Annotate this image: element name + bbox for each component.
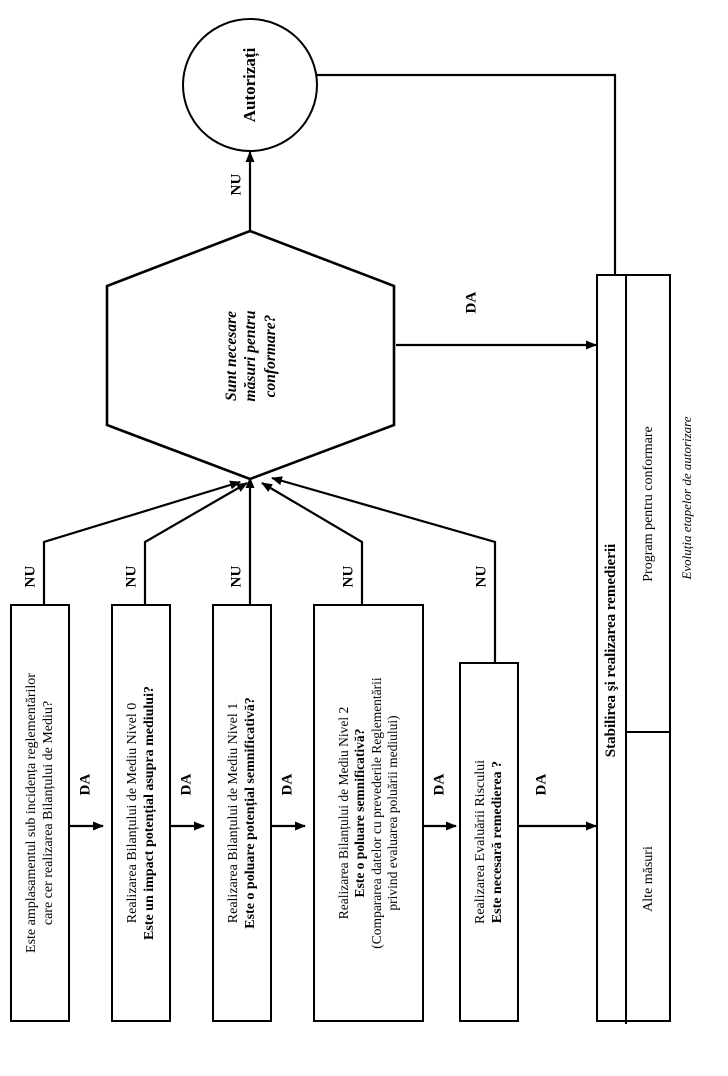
decision-line-1: Sunt necesare [222,310,240,401]
box4-line-1: Realizarea Bilanțului de Mediu Nivel 2 [335,706,351,920]
process-box-4-text: Realizarea Bilanțului de Mediu Nivel 2 E… [336,677,402,948]
box1-line-2: care cer realizarea Bilanțului de Mediu? [41,700,56,926]
edge-label-nu-1: NU [22,565,39,588]
process-box-5-text: Realizarea Evaluării Riscului Este neces… [472,760,506,924]
remediation-block: Stabilirea şi realizarea remedierii Alte… [596,274,671,1024]
edge-label-da-2: DA [178,773,195,796]
remediation-header-cell: Stabilirea şi realizarea remedierii [598,276,625,1024]
edge-label-nu-decision: NU [228,173,245,196]
edge-label-da-decision: DA [463,291,480,314]
process-box-1: Este amplasamentul sub incidența regleme… [10,604,70,1022]
edge-label-da-5: DA [533,773,550,796]
terminator-label: Autorizați [240,47,259,123]
process-box-2: Realizarea Bilanțului de Mediu Nivel 0 E… [111,604,171,1022]
remediation-cell-program-conformare: Program pentru conformare [627,276,671,731]
process-box-3: Realizarea Bilanțului de Mediu Nivel 1 E… [212,604,272,1022]
terminator-autorizati: Autorizați [182,18,318,152]
box2-line-2: Este un impact potențial asupra mediului… [142,686,157,940]
edge-label-nu-5: NU [473,565,490,588]
decision-hexagon: Sunt necesare măsuri pentru conformare? [105,230,396,481]
box3-line-1: Realizarea Bilanțului de Mediu Nivel 1 [225,702,241,924]
edge-label-nu-3: NU [228,565,245,588]
alte-masuri-label: Alte măsuri [641,845,656,912]
box4-line-2: Este o poluare semnificativă? [352,728,368,898]
process-box-5: Realizarea Evaluării Riscului Este neces… [459,662,519,1022]
box5-line-1: Realizarea Evaluării Riscului [472,759,488,925]
box4-line-4: privind evaluarea poluării mediului) [384,715,400,911]
figure-caption: Evoluția etapelor de autorizare [679,416,694,580]
decision-line-2: măsuri pentru [241,310,259,401]
process-box-3-text: Realizarea Bilanțului de Mediu Nivel 1 E… [225,697,259,929]
block-divider-vertical [625,276,627,1024]
remediation-cell-alte-masuri: Alte măsuri [627,733,671,1024]
box3-line-2: Este o poluare potențial semnificativă? [243,697,258,929]
remediation-header-label: Stabilirea şi realizarea remedierii [603,543,620,757]
process-box-1-text: Este amplasamentul sub incidența regleme… [23,673,57,953]
process-box-2-text: Realizarea Bilanțului de Mediu Nivel 0 E… [124,686,158,940]
process-box-4: Realizarea Bilanțului de Mediu Nivel 2 E… [313,604,424,1022]
edge-label-da-4: DA [431,773,448,796]
box4-line-3: (Compararea datelor cu prevederile Regle… [368,677,384,949]
decision-label: Sunt necesare măsuri pentru conformare? [221,310,279,401]
edge-label-da-3: DA [279,773,296,796]
box5-line-2: Este necesară remedierea ? [490,760,505,924]
box1-line-1: Este amplasamentul sub incidența regleme… [23,673,39,953]
decision-line-3: conformare? [261,314,279,397]
block-divider-horizontal [627,731,671,733]
hexagon-outline [105,230,396,481]
edge-label-da-1: DA [77,773,94,796]
edge-label-nu-4: NU [340,565,357,588]
box2-line-1: Realizarea Bilanțului de Mediu Nivel 0 [124,702,140,924]
program-conformare-label: Program pentru conformare [641,425,656,582]
edge-label-nu-2: NU [123,565,140,588]
